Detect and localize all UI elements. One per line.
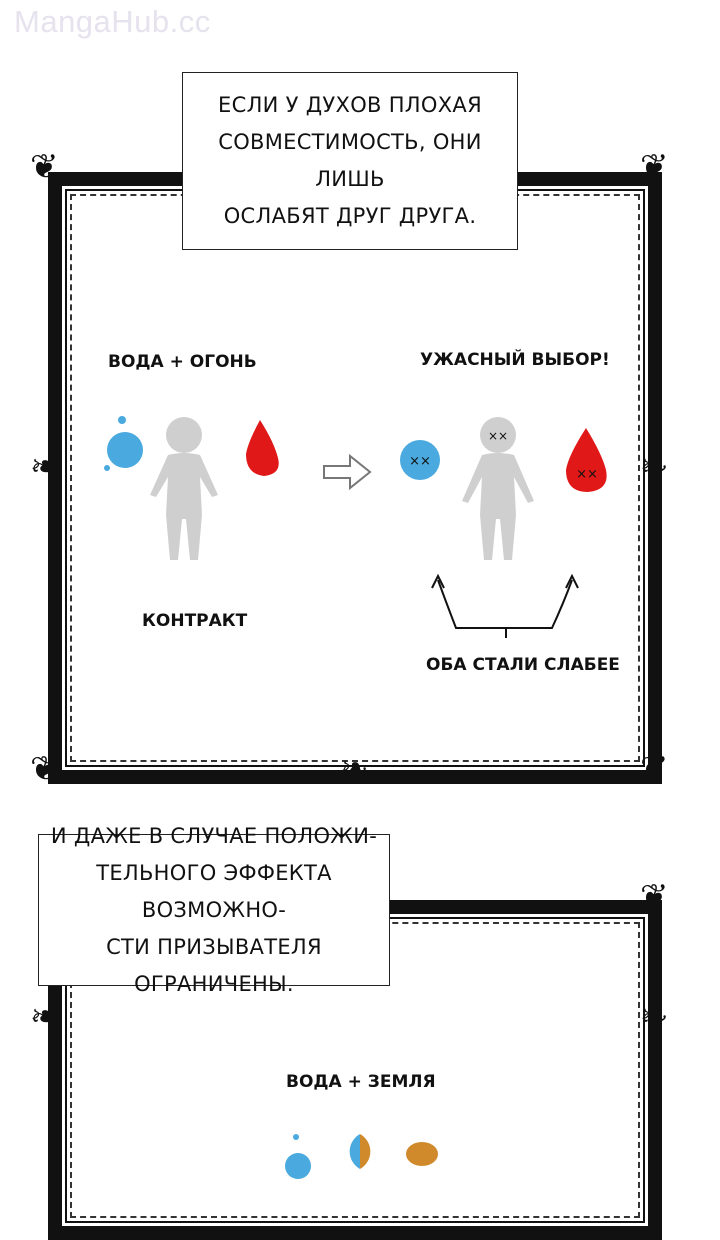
water-earth-spirits-icon — [285, 1134, 438, 1179]
caption-box-1: ЕСЛИ У ДУХОВ ПЛОХАЯ СОВМЕСТИМОСТЬ, ОНИ Л… — [182, 72, 518, 250]
caption-line: ТЕЛЬНОГО ЭФФЕКТА ВОЗМОЖНО- — [96, 860, 332, 922]
contract-label: КОНТРАКТ — [142, 611, 248, 631]
caption-line: СОВМЕСТИМОСТЬ, ОНИ ЛИШЬ — [218, 130, 482, 191]
arrow-right-icon — [323, 453, 372, 491]
watermark: MangaHub.cc — [14, 4, 211, 39]
frame-ornament-icon: ❧ — [30, 998, 59, 1036]
fire-spirit-icon — [246, 420, 279, 476]
svg-text:××: ×× — [576, 467, 598, 482]
frame-ornament-icon: ❦ — [640, 878, 669, 916]
combo-label-water-fire: ВОДА + ОГОНЬ — [108, 352, 257, 372]
water-spirit-icon — [104, 416, 143, 471]
frame-ornament-icon: ❦ — [30, 750, 59, 788]
result-label: УЖАСНЫЙ ВЫБОР! — [420, 350, 610, 370]
weak-fire-spirit-icon: ×× — [566, 428, 607, 492]
frame-ornament-icon: ❦ — [640, 750, 669, 788]
caption-line: И ДАЖЕ В СЛУЧАЕ ПОЛОЖИ- — [50, 823, 378, 848]
caption-box-2: И ДАЖЕ В СЛУЧАЕ ПОЛОЖИ- ТЕЛЬНОГО ЭФФЕКТА… — [38, 824, 390, 996]
caption-line: СТИ ПРИЗЫВАТЕЛЯ ОГРАНИЧЕНЫ. — [106, 934, 322, 996]
frame-ornament-icon: ❦ — [640, 148, 669, 186]
frame-ornament-icon: ❧ — [640, 448, 669, 486]
caption-line: ОСЛАБЯТ ДРУГ ДРУГА. — [223, 204, 477, 228]
combo-label-water-earth: ВОДА + ЗЕМЛЯ — [286, 1072, 436, 1092]
weak-water-spirit-icon: ×× — [400, 440, 440, 480]
frame-ornament-icon: ❧ — [340, 750, 369, 788]
weak-human-figure-icon: ×× — [462, 417, 534, 560]
svg-text:××: ×× — [488, 429, 508, 443]
frame-ornament-icon: ❧ — [640, 998, 669, 1036]
frame-ornament-icon: ❧ — [30, 448, 59, 486]
both-weaker-bracket-icon — [431, 573, 579, 638]
svg-text:××: ×× — [409, 454, 431, 469]
frame-ornament-icon: ❦ — [30, 148, 59, 186]
human-figure-icon — [150, 417, 218, 560]
weaker-label: ОБА СТАЛИ СЛАБЕЕ — [426, 655, 620, 675]
caption-line: ЕСЛИ У ДУХОВ ПЛОХАЯ — [218, 93, 482, 117]
